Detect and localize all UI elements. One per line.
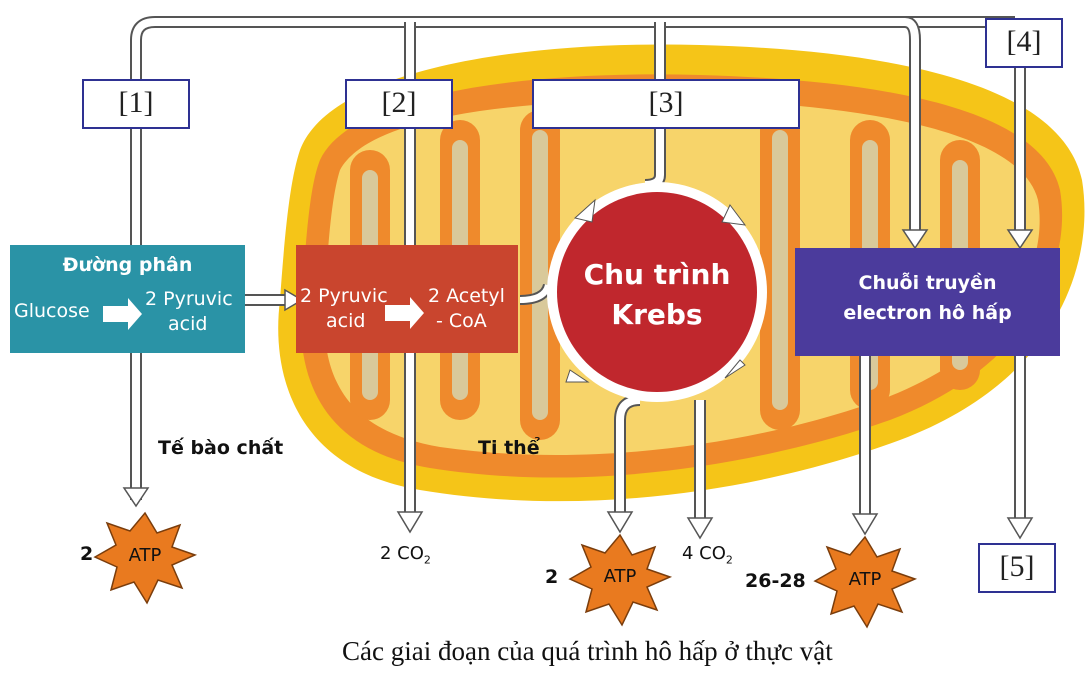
krebs-circle bbox=[557, 192, 757, 392]
region-cytoplasm: Tế bào chất bbox=[158, 437, 284, 459]
atp-star-krebs bbox=[568, 533, 673, 627]
co2-krebs-label: 4 CO2 bbox=[682, 543, 733, 567]
co2-link-label: 2 CO2 bbox=[380, 543, 431, 567]
top-connector-lines bbox=[130, 16, 1026, 525]
glycolysis-output-line2: acid bbox=[168, 313, 208, 335]
glycolysis-input: Glucose bbox=[14, 300, 90, 322]
atp-star-glycolysis bbox=[93, 511, 198, 605]
link-reaction-box bbox=[296, 245, 518, 353]
glycolysis-title: Đường phân bbox=[62, 254, 193, 276]
atp-star-etc bbox=[813, 535, 918, 629]
region-mitochondria: Ti thể bbox=[478, 437, 540, 459]
link-output-line1: 2 Acetyl bbox=[428, 285, 505, 307]
etc-line1: Chuỗi truyền bbox=[858, 272, 997, 294]
glycolysis-arrow-icon bbox=[103, 298, 142, 330]
etc-box bbox=[795, 248, 1060, 356]
krebs-cycle-arrows bbox=[565, 198, 747, 383]
label-box-2[interactable]: [2] bbox=[345, 79, 453, 129]
atp-count-glycolysis: 2 bbox=[80, 543, 94, 565]
atp-count-krebs: 2 bbox=[545, 566, 559, 588]
krebs-line1: Chu trình bbox=[583, 258, 731, 291]
label-box-3[interactable]: [3] bbox=[532, 79, 800, 129]
link-arrow-icon bbox=[385, 297, 424, 329]
link-output-line2: - CoA bbox=[436, 310, 487, 332]
arrowheads bbox=[122, 229, 1034, 540]
glycolysis-output-line1: 2 Pyruvic bbox=[145, 288, 233, 310]
glycolysis-box bbox=[10, 245, 245, 353]
label-box-4[interactable]: [4] bbox=[985, 18, 1063, 68]
atp-count-etc: 26-28 bbox=[745, 570, 806, 592]
label-box-5[interactable]: [5] bbox=[978, 543, 1056, 593]
etc-line2: electron hô hấp bbox=[843, 302, 1012, 324]
link-input-line1: 2 Pyruvic bbox=[300, 285, 388, 307]
link-input-line2: acid bbox=[326, 310, 366, 332]
label-box-1[interactable]: [1] bbox=[82, 79, 190, 129]
diagram-caption: Các giai đoạn của quá trình hô hấp ở thự… bbox=[342, 636, 833, 666]
krebs-line2: Krebs bbox=[611, 298, 703, 331]
